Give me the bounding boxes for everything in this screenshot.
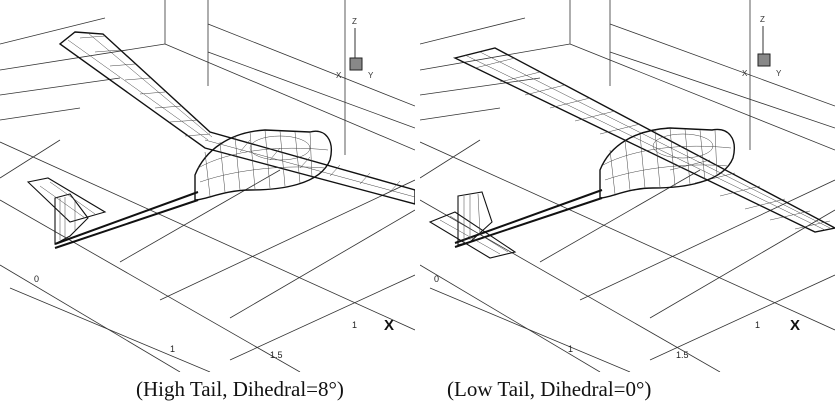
wireframe-panel-low-tail: Z Y X 0 1 1 1.5 X — [420, 0, 835, 372]
caption-low-tail: (Low Tail, Dihedral=0°) — [447, 377, 652, 401]
triad-y-label: Y — [368, 71, 374, 80]
triad-x-label: X — [336, 71, 342, 80]
main-wing — [58, 31, 415, 205]
tick-1-a: 1 — [568, 344, 573, 354]
tail-boom — [54, 191, 199, 249]
low-tail-empennage — [428, 191, 517, 259]
axis-triad: Z Y X — [742, 15, 782, 78]
main-wing — [452, 47, 835, 233]
tail-boom — [454, 189, 603, 248]
tick-1-5: 1.5 — [676, 350, 689, 360]
axis-triad: Z Y X — [336, 17, 374, 80]
background-grid — [0, 0, 415, 372]
tick-0: 0 — [434, 274, 439, 284]
tick-1-5: 1.5 — [270, 350, 283, 360]
triad-z-label: Z — [760, 15, 765, 24]
triad-x-label: X — [742, 69, 748, 78]
tick-1-a: 1 — [170, 344, 175, 354]
caption-high-tail: (High Tail, Dihedral=8°) — [136, 377, 344, 401]
triad-y-label: Y — [776, 69, 782, 78]
tick-1-b: 1 — [755, 320, 760, 330]
x-axis-label: X — [384, 317, 394, 334]
x-axis-label: X — [790, 317, 800, 334]
high-tail-empennage — [26, 177, 107, 245]
tick-0: 0 — [34, 274, 39, 284]
tick-1-b: 1 — [352, 320, 357, 330]
wireframe-panel-high-tail: Z Y X 0 1 1 1.5 X — [0, 0, 415, 372]
fuselage — [599, 127, 735, 199]
fuselage — [194, 129, 332, 201]
triad-z-label: Z — [352, 17, 357, 26]
background-grid — [420, 0, 835, 372]
